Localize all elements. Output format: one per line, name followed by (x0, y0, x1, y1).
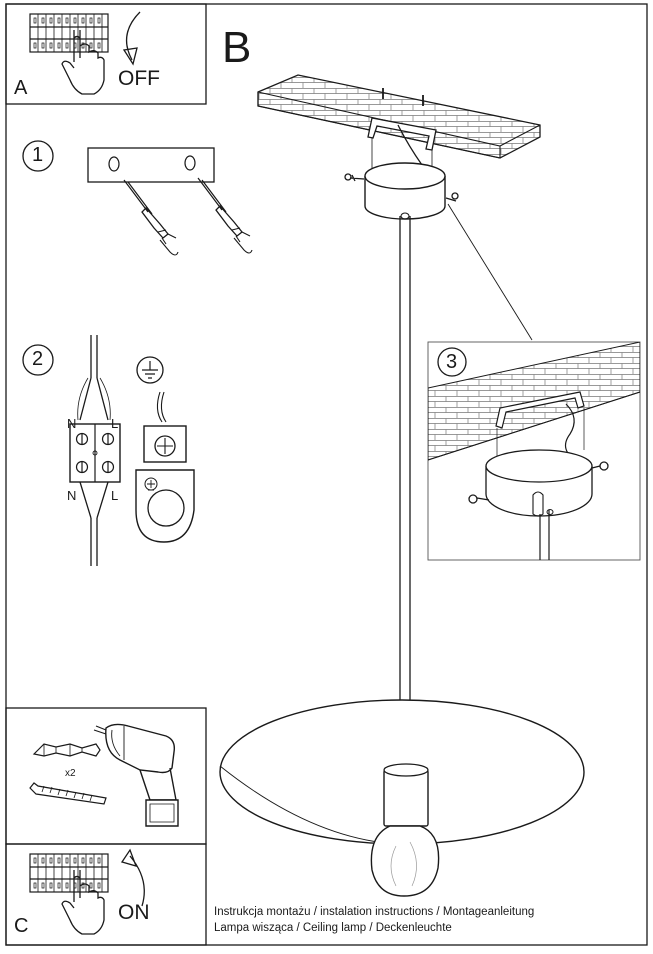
quantity-label: x2 (65, 768, 76, 779)
on-label: ON (118, 901, 150, 924)
detail-bracket (495, 391, 585, 429)
screw-icon (468, 494, 490, 504)
off-label: OFF (118, 67, 160, 90)
mounting-bracket (367, 117, 437, 151)
step-1-hole-drilling (22, 140, 253, 256)
live-label-bottom: L (111, 488, 119, 503)
earth-terminal-icon (135, 425, 195, 543)
wall-plug-icon (197, 177, 253, 254)
panel-c-box (5, 843, 207, 946)
neutral-label-bottom: N (67, 488, 77, 503)
lamp-cable (90, 518, 98, 566)
wall-plug-icon (123, 179, 179, 256)
step-2-badge (22, 344, 54, 376)
step-3-number: 3 (446, 351, 458, 373)
step-2-wiring (22, 335, 195, 566)
fuse-box-icon (29, 13, 109, 53)
panel-a-box (5, 3, 207, 105)
step-1-number: 1 (32, 144, 44, 166)
screw-icon (445, 192, 459, 202)
curved-arrow-down-icon (122, 11, 141, 66)
caption-line-2: Lampa wisząca / Ceiling lamp / Deckenleu… (214, 922, 452, 934)
detail-rod (539, 510, 550, 560)
panel-b-label: B (222, 23, 252, 72)
screw-icon (591, 461, 609, 471)
panel-a-switch-off (5, 3, 207, 105)
step-1-badge (22, 140, 54, 172)
screw-icon (344, 173, 365, 182)
drill-icon (93, 723, 179, 827)
caption-line-1: Instrukcja montażu / instalation instruc… (214, 906, 535, 918)
mounting-plate (87, 147, 215, 183)
wall-plug-icon (32, 743, 101, 757)
ground-symbol-icon (136, 356, 164, 384)
suspension-rod (399, 216, 411, 705)
earth-wire (156, 391, 167, 423)
page-border (5, 3, 648, 946)
supply-cable (90, 335, 98, 378)
screw-icon (29, 782, 107, 805)
neutral-label-top: N (67, 416, 77, 431)
panel-c-switch-on (5, 843, 207, 946)
hand-icon (61, 30, 105, 95)
tools-panel (5, 707, 207, 845)
bulb-socket (383, 769, 429, 827)
step-3-badge (437, 347, 467, 377)
step-3-detail (427, 341, 641, 561)
detail-leader-line (447, 203, 533, 341)
panel-c-label: C (14, 915, 29, 937)
curved-arrow-up-icon (120, 848, 145, 907)
live-label-top: L (111, 416, 119, 431)
fuse-box-icon (29, 853, 109, 893)
panel-b-lamp-assembly (219, 74, 585, 897)
step-2-number: 2 (32, 348, 44, 370)
light-bulb-icon (370, 825, 440, 897)
hand-icon (61, 870, 105, 935)
panel-a-label: A (14, 77, 28, 99)
